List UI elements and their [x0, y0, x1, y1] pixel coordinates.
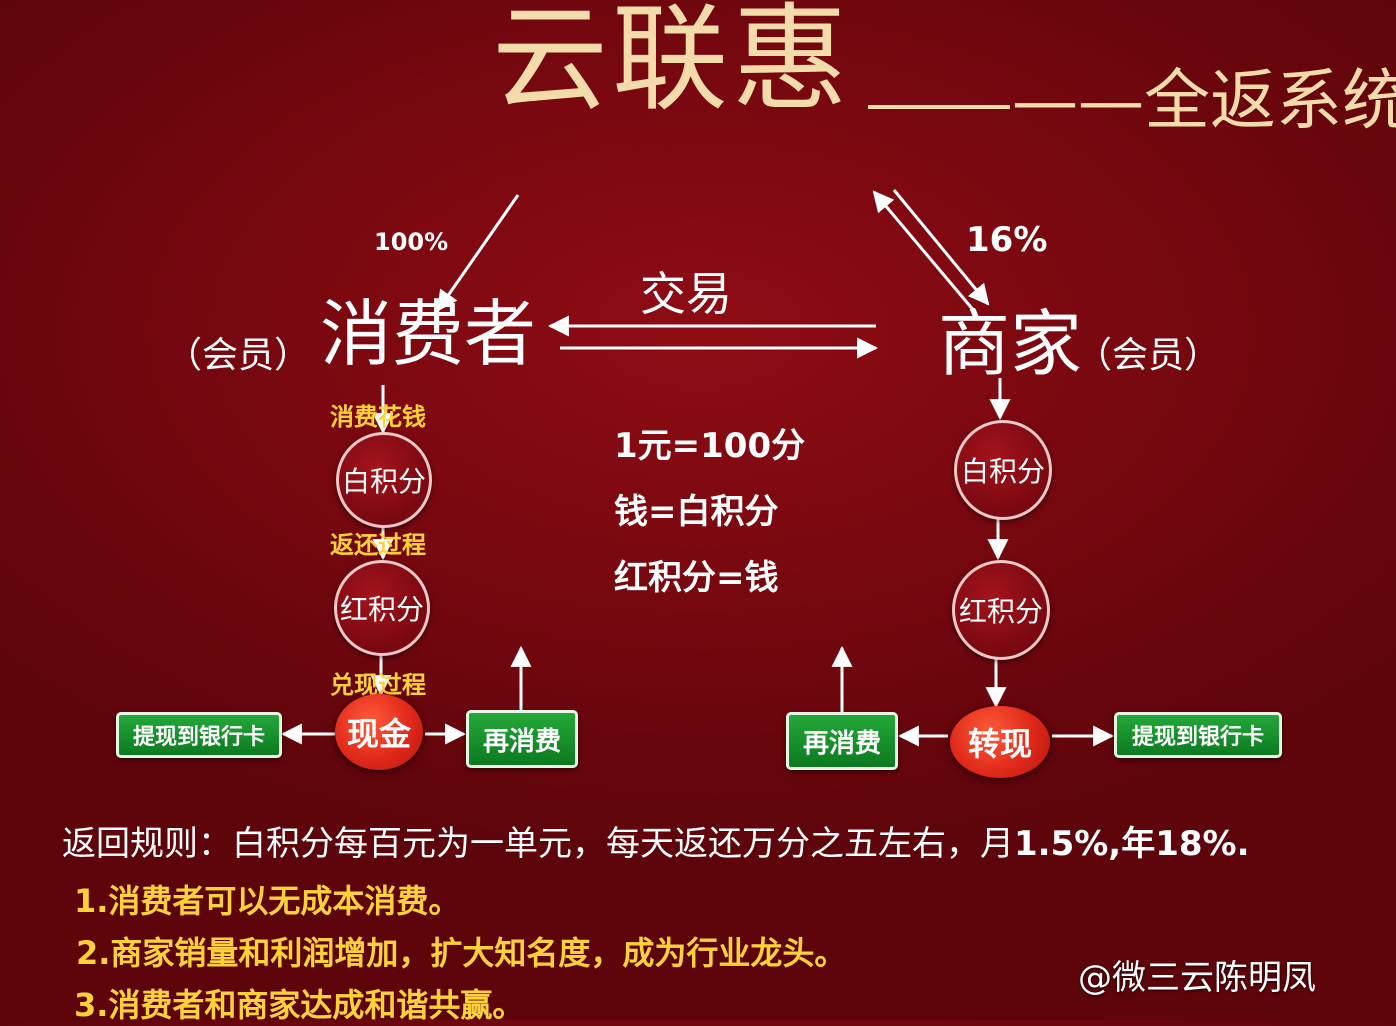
consumer-label: 消费者 — [320, 292, 537, 376]
benefit-point-2: 2.商家销量和利润增加，扩大知名度，成为行业龙头。 — [76, 928, 846, 974]
equation-yuan-points: 1元=100分 — [614, 426, 806, 466]
return-rule: 返回规则：白积分每百元为一单元，每天返还万分之五左右，月1.5%,年18%. — [62, 816, 1250, 865]
equation-money-white: 钱=白积分 — [614, 492, 779, 532]
trade-label: 交易 — [640, 267, 732, 321]
benefit-point-number: 2. — [76, 934, 111, 972]
merchant-member-label: （会员） — [1076, 335, 1221, 376]
benefit-point-text: 消费者和商家达成和谐共赢。 — [108, 986, 525, 1024]
consumer-step-return: 返还过程 — [330, 531, 426, 559]
merchant-white-points-node: 白积分 — [954, 420, 1052, 520]
consumer-member-label: （会员） — [166, 335, 311, 376]
equation-red-money: 红积分=钱 — [614, 558, 779, 598]
benefit-point-1: 1.消费者可以无成本消费。 — [74, 876, 460, 922]
return-rule-rates: 1.5%,年18%. — [1014, 824, 1250, 864]
merchant-percent: 16% — [966, 220, 1048, 260]
benefit-point-3: 3.消费者和商家达成和谐共赢。 — [74, 980, 524, 1026]
consumer-cash-node: 现金 — [335, 694, 423, 770]
consumer-respend-button: 再消费 — [466, 710, 578, 768]
merchant-red-points-node: 红积分 — [952, 560, 1050, 660]
merchant-withdraw-button: 提现到银行卡 — [1114, 712, 1282, 758]
consumer-red-points-node: 红积分 — [334, 560, 430, 656]
return-rule-text: 返回规则：白积分每百元为一单元，每天返还万分之五左右，月 — [62, 824, 1014, 864]
page-subtitle: ——全返系统 — [1012, 62, 1396, 139]
benefit-point-number: 1. — [74, 882, 109, 920]
benefit-point-text: 消费者可以无成本消费。 — [108, 882, 461, 920]
merchant-respend-button: 再消费 — [786, 712, 898, 770]
merchant-label: 商家 — [938, 302, 1083, 386]
consumer-step-spend: 消费花钱 — [330, 403, 426, 431]
merchant-cash-node: 转现 — [950, 706, 1050, 778]
watermark: @微三云陈明凤 — [1078, 958, 1316, 998]
benefit-point-number: 3. — [74, 986, 109, 1024]
consumer-white-points-node: 白积分 — [336, 432, 432, 528]
consumer-percent: 100% — [374, 228, 449, 256]
consumer-withdraw-button: 提现到银行卡 — [116, 712, 282, 758]
page-title: 云联惠 — [492, 0, 852, 127]
benefit-point-text: 商家销量和利润增加，扩大知名度，成为行业龙头。 — [110, 934, 847, 972]
